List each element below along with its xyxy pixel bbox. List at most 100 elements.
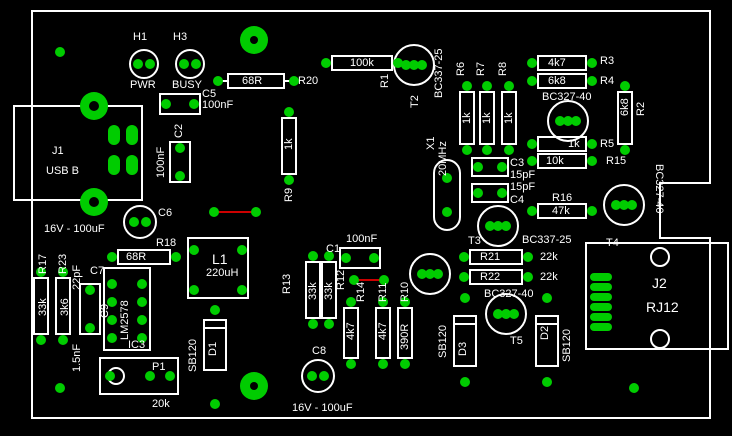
c2-ref-label: C2: [173, 123, 185, 138]
r13-ref-label: R13: [281, 273, 293, 294]
r17-ref-label: R17: [37, 253, 49, 274]
r8-value-label: 1k: [503, 112, 515, 124]
r21-ref-label: R21: [480, 251, 501, 263]
d1-value-label: SB120: [187, 338, 199, 372]
r3-value-label: 4k7: [548, 57, 566, 69]
r22-ref-label: R22: [480, 271, 501, 283]
j1-ref-label: J1: [52, 145, 64, 157]
inductor-outline: [187, 237, 249, 299]
r15-ref-label: R15: [606, 155, 627, 167]
r23-ref-label: R23: [57, 253, 69, 274]
r12-ref-label: R12: [335, 269, 347, 290]
c2-value-label: 100nF: [155, 146, 167, 178]
vertical-resistors: [33, 91, 633, 359]
ic3-outline: [103, 267, 151, 351]
r14-value-label: 4k7: [345, 322, 357, 340]
transistors: [393, 44, 645, 335]
c1-ref-label: C1: [326, 243, 341, 255]
electrolytic-capacitors: [123, 205, 335, 393]
component-pads: [36, 47, 639, 409]
leds: [129, 49, 205, 79]
t5-value-label: BC327-40: [484, 288, 534, 300]
x1-value-label: 20MHz: [437, 141, 449, 176]
ic3-pads: [107, 279, 147, 343]
h3-ref-label: H3: [173, 31, 188, 43]
d2-ref-label: D2: [539, 325, 551, 340]
r1-value-label: 100k: [350, 57, 374, 69]
r17-value-label: 33k: [37, 298, 49, 316]
r2-ref-label: R2: [635, 101, 647, 116]
r5-ref-label: R5: [600, 138, 615, 150]
r6-ref-label: R6: [455, 61, 467, 76]
r18-ref-label: R18: [156, 237, 177, 249]
c5-value-label: 100nF: [202, 99, 234, 111]
busy-label: BUSY: [172, 79, 202, 91]
c6-ref-label: C6: [158, 207, 173, 219]
l1-ref-label: L1: [212, 251, 228, 267]
d3-value-label: SB120: [437, 324, 449, 358]
r5-value-label: 1k: [568, 138, 580, 150]
c1-value-label: 100nF: [346, 233, 378, 245]
j2-ref-label: J2: [652, 275, 667, 291]
r4-value-label: 6k8: [548, 75, 566, 87]
c8-ref-label: C8: [312, 345, 327, 357]
c9-value-label: 1.5nF: [71, 343, 83, 372]
r13-value-label: 33k: [307, 282, 319, 300]
d3-ref-label: D3: [457, 341, 469, 356]
c8-value-label: 16V - 100uF: [292, 402, 353, 414]
r14-ref-label: R14: [355, 281, 367, 302]
board-outline: [31, 10, 711, 419]
r4-ref-label: R4: [600, 75, 615, 87]
t2-value-label: BC337-25: [433, 48, 445, 98]
r16-ref-label: R16: [552, 192, 573, 204]
r2-value-label: 6k8: [619, 98, 631, 116]
r21-value-label: 22k: [540, 251, 558, 263]
t1-value-label: BC327-40: [542, 91, 592, 103]
ic3-value-label: LM2578: [119, 300, 131, 340]
t3-value-label: BC337-25: [522, 234, 572, 246]
ic3-ref-label: IC3: [128, 339, 146, 351]
c3-value-label: 15pF: [510, 169, 536, 181]
r8-ref-label: R8: [497, 61, 509, 76]
r9-value-label: 1k: [283, 138, 295, 150]
r15-value-label: 10k: [546, 155, 564, 167]
j1-value-label: USB B: [46, 165, 80, 177]
r23-value-label: 3k6: [59, 298, 71, 316]
rj12-connector-outline: [585, 242, 729, 350]
c4-value-label: 15pF: [510, 181, 536, 193]
r7-value-label: 1k: [481, 112, 493, 124]
usb-connector-outline: [13, 105, 143, 201]
d1-ref-label: D1: [207, 341, 219, 356]
t4-value-label: BC327-40: [653, 164, 665, 214]
c9-ref-label: C9: [99, 303, 111, 318]
r20-value-label: 68R: [242, 75, 263, 87]
h1-ref-label: H1: [133, 31, 148, 43]
x1-ref-label: X1: [425, 136, 437, 150]
r22-value-label: 22k: [540, 271, 558, 283]
r10-value-label: 390R: [399, 323, 411, 350]
c3-ref-label: C3: [510, 157, 525, 169]
t2-ref-label: T2: [409, 95, 421, 108]
r7-ref-label: R7: [475, 61, 487, 76]
pwr-label: PWR: [130, 79, 156, 91]
diodes: [203, 315, 559, 371]
small-capacitors: [79, 93, 509, 335]
t5-ref-label: T5: [510, 335, 523, 347]
mounting-holes: [240, 26, 268, 400]
p1-ref-label: P1: [152, 361, 166, 373]
r9-ref-label: R9: [283, 187, 295, 202]
r12-value-label: 33k: [323, 282, 335, 300]
usb-connector-pads: [80, 92, 138, 216]
r3-ref-label: R3: [600, 55, 615, 67]
r10-ref-label: R10: [399, 281, 411, 302]
j2-value-label: RJ12: [646, 299, 679, 315]
c5-ref-label: C5: [202, 88, 217, 100]
l1-value-label: 220uH: [206, 267, 239, 279]
c7-ref-label: C7: [90, 265, 105, 277]
r1-ref-label: R1: [379, 73, 391, 88]
r11-value-label: 4k7: [377, 322, 389, 340]
c7-value-label: 22pF: [71, 264, 83, 290]
t4-ref-label: T4: [606, 237, 619, 249]
r6-value-label: 1k: [461, 112, 473, 124]
